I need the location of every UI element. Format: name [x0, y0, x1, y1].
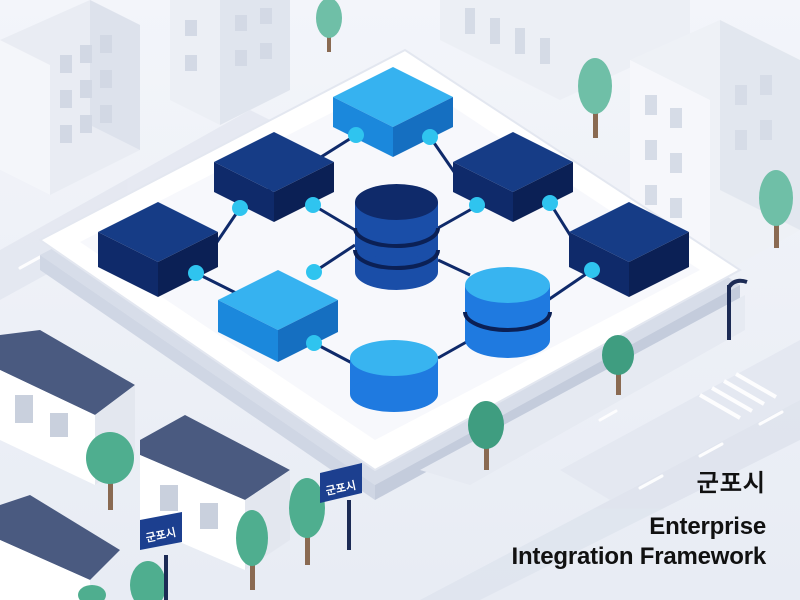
street-sign-icon: 군포시 [320, 463, 362, 550]
database-cylinder-icon [350, 340, 438, 412]
tree-icon [236, 510, 268, 590]
building-top-left [0, 0, 140, 195]
server-block-icon [333, 67, 453, 157]
connector-node-icon [306, 264, 322, 280]
street-lamp [727, 278, 748, 340]
building-top-center [170, 0, 290, 125]
database-cylinder-icon [463, 267, 552, 358]
street-sign-icon: 군포시 [140, 512, 182, 600]
building-top-right [440, 0, 690, 100]
connector-node-icon [422, 129, 438, 145]
server-blocks [98, 67, 689, 362]
houses [0, 330, 290, 600]
tree-icon [759, 170, 793, 248]
connector-node-icon [188, 265, 204, 281]
server-block-icon [569, 202, 689, 297]
street-sign-text: 군포시 [325, 479, 357, 498]
connector-nodes [188, 127, 600, 351]
server-block-icon [98, 202, 218, 297]
tree-icon [468, 401, 504, 470]
databases [350, 184, 552, 412]
tree-icon [86, 432, 134, 510]
city-name: 군포시 [696, 469, 766, 497]
foreground-trees [78, 335, 634, 600]
tree-icon [78, 585, 106, 600]
server-block-icon [218, 270, 338, 362]
connector-node-icon [306, 335, 322, 351]
connector-node-icon [469, 197, 485, 213]
server-block-icon [453, 132, 573, 222]
connector-node-icon [305, 197, 321, 213]
tree-icon [602, 335, 634, 395]
tree-icon [316, 0, 342, 52]
title-line-1: Enterprise [649, 513, 766, 540]
tree-icon [130, 561, 166, 600]
connector-node-icon [232, 200, 248, 216]
connector-node-icon [542, 195, 558, 211]
street-sign-text: 군포시 [145, 526, 177, 545]
tree-icon [289, 478, 325, 565]
server-block-icon [214, 132, 334, 222]
title-line-2: Integration Framework [511, 543, 766, 570]
database-cylinder-icon [353, 184, 440, 290]
house-icon [0, 495, 120, 600]
title-block: 군포시 Enterprise Integration Framework [511, 463, 766, 572]
connector-node-icon [348, 127, 364, 143]
connector-node-icon [584, 262, 600, 278]
tree-icon [578, 58, 612, 138]
background-trees [316, 0, 793, 248]
